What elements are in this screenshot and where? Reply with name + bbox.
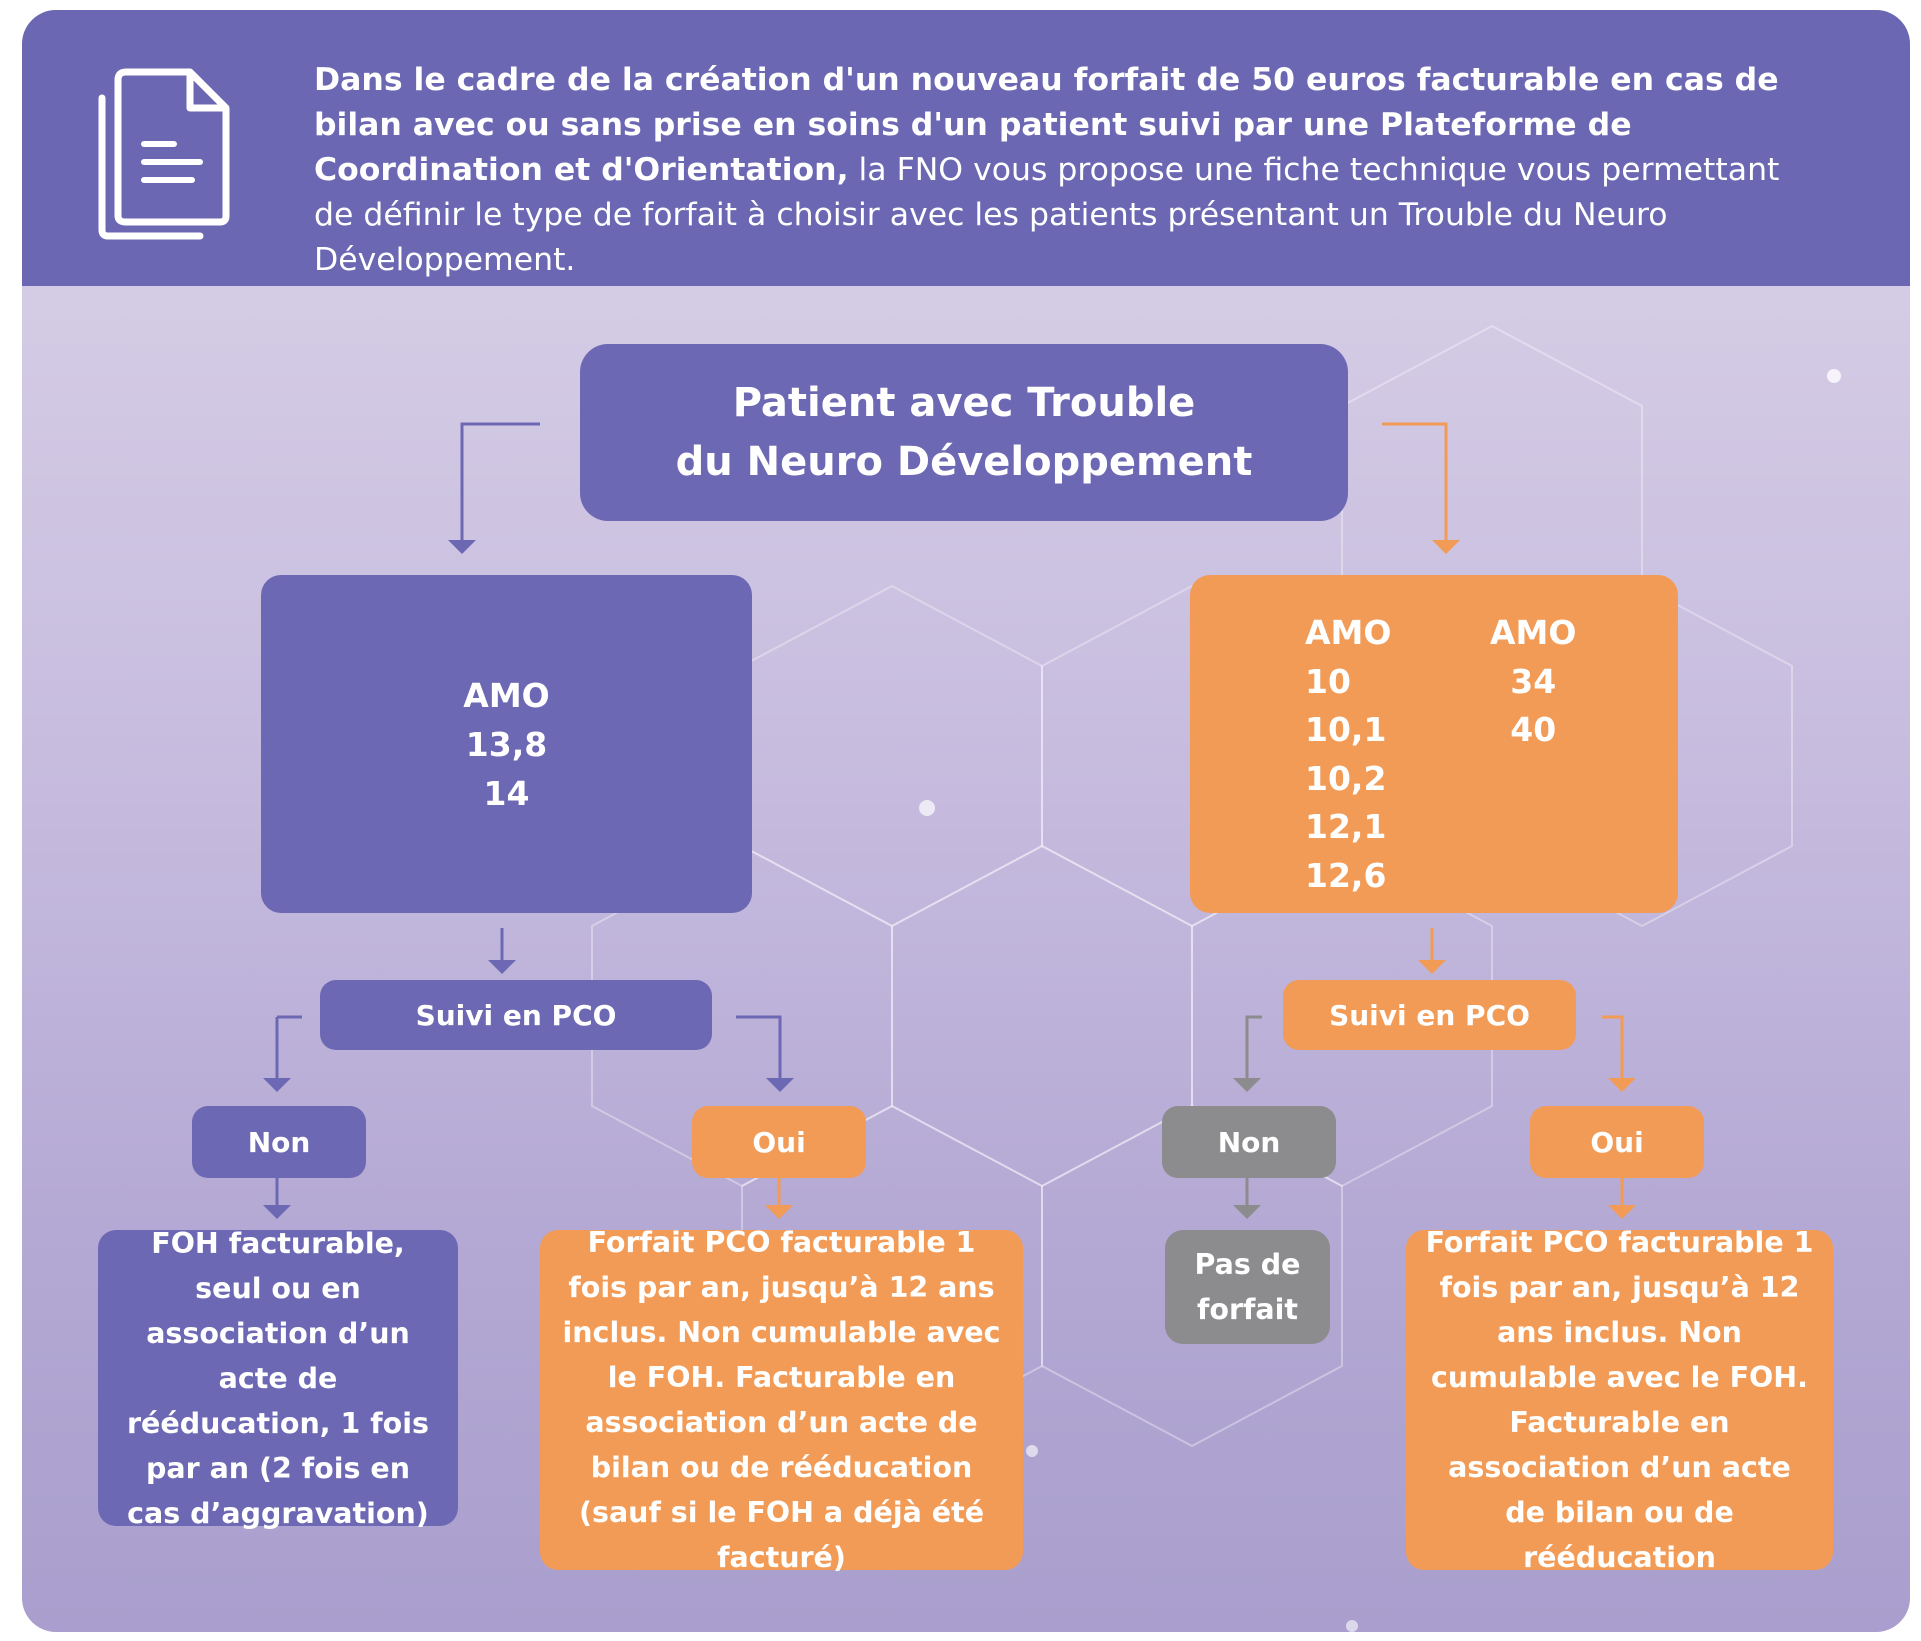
suivi-pco-right: Suivi en PCO bbox=[1283, 980, 1576, 1050]
root-line-1: Patient avec Trouble bbox=[732, 379, 1196, 426]
result-foh-facturable: FOH facturable, seul ou en association d… bbox=[98, 1227, 458, 1530]
intro-bold-text: Dans le cadre de la création d'un nouvea… bbox=[314, 62, 1779, 188]
amo-right-col1-value: 10,2 bbox=[1305, 758, 1387, 798]
amo-left-value: 14 bbox=[483, 773, 530, 813]
amo-right-column-2: AMO 34 40 bbox=[1490, 609, 1576, 755]
root-node: Patient avec Trouble du Neuro Développem… bbox=[580, 344, 1348, 521]
root-line-2: du Neuro Développement bbox=[675, 438, 1253, 485]
suivi-pco-left: Suivi en PCO bbox=[320, 980, 712, 1050]
non-left: Non bbox=[192, 1106, 366, 1178]
amo-right-col1-value: 12,1 bbox=[1305, 807, 1387, 846]
amo-right-column-1: AMO 10 10,1 10,2 12,1 12,6 bbox=[1305, 609, 1391, 900]
infographic-card: Dans le cadre de la création d'un nouvea… bbox=[22, 10, 1910, 1632]
intro-text: Dans le cadre de la création d'un nouvea… bbox=[314, 58, 1814, 283]
amo-right-col1-value: 10 bbox=[1305, 661, 1351, 701]
result-forfait-pco-right: Forfait PCO facturable 1 fois par an, ju… bbox=[1406, 1226, 1833, 1574]
flow-connectors bbox=[263, 422, 1636, 1219]
amo-right-node: AMO 10 10,1 10,2 12,1 12,6 AMO 34 40 bbox=[1190, 575, 1678, 913]
amo-right-col1-title: AMO bbox=[1305, 613, 1392, 652]
amo-right-col2-value: 40 bbox=[1510, 710, 1557, 749]
non-right: Non bbox=[1162, 1106, 1336, 1178]
result-forfait-pco-left: Forfait PCO facturable 1 fois par an, ju… bbox=[540, 1226, 1023, 1574]
header-banner: Dans le cadre de la création d'un nouvea… bbox=[22, 10, 1910, 286]
amo-left-title: AMO bbox=[463, 675, 550, 715]
amo-left-node: AMO 13,8 14 bbox=[261, 575, 752, 913]
document-icon bbox=[98, 68, 230, 240]
amo-right-col2-value: 34 bbox=[1510, 661, 1557, 701]
intro-regular-text: la FNO vous propose une fiche technique … bbox=[314, 152, 1780, 278]
oui-right: Oui bbox=[1530, 1106, 1704, 1178]
amo-right-col2-title: AMO bbox=[1490, 613, 1577, 652]
amo-right-col1-value: 10,1 bbox=[1305, 710, 1387, 749]
result-pas-de-forfait: Pas de forfait bbox=[1165, 1230, 1330, 1344]
oui-left: Oui bbox=[692, 1106, 866, 1178]
amo-left-value: 13,8 bbox=[465, 724, 548, 764]
amo-right-col1-value: 12,6 bbox=[1305, 855, 1387, 895]
